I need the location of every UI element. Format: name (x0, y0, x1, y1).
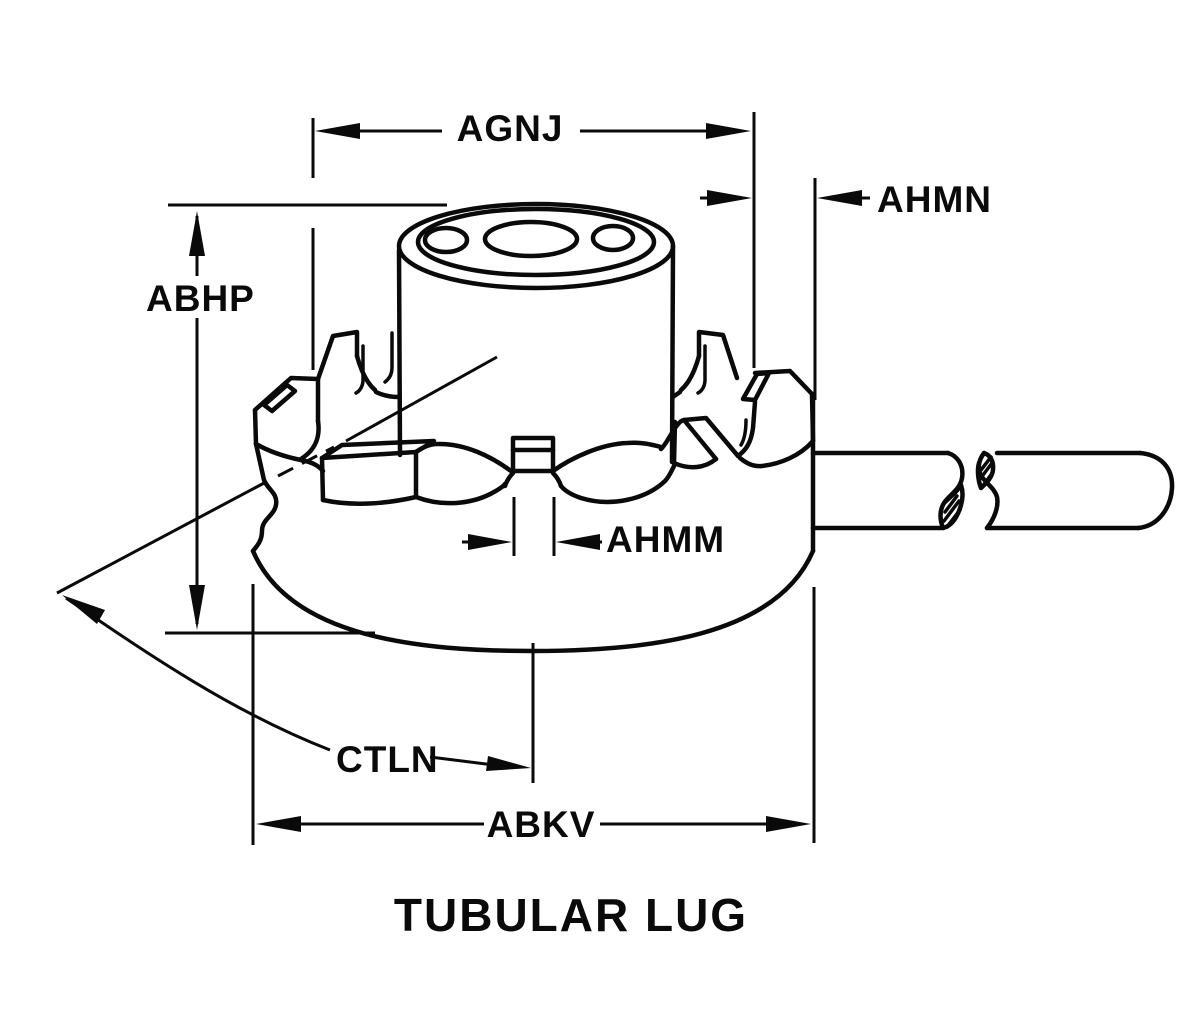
dimension-agnj: AGNJ (311, 108, 756, 370)
cylinder (396, 201, 676, 465)
agnj-arrow-right (706, 123, 751, 139)
scallop-right (550, 440, 664, 474)
drawing-title: TUBULAR LUG (394, 889, 748, 941)
ahmn-arrow-right (817, 190, 862, 206)
centerline (56, 355, 498, 595)
dimension-ctln: CTLN (62, 595, 535, 783)
cylinder-left-side (396, 247, 403, 458)
hole-center (482, 219, 580, 259)
tab-front-left (319, 449, 419, 503)
ahmm-arrow-left (468, 534, 512, 550)
agnj-label: AGNJ (457, 108, 564, 149)
abkv-label: ABKV (487, 804, 596, 845)
ctln-label: CTLN (336, 739, 439, 780)
ahmm-label: AHMM (606, 519, 725, 560)
cylinder-right-side (669, 243, 676, 465)
centerline-dashes (277, 445, 335, 478)
centerline-lower (56, 480, 267, 595)
abkv-arrow-right (766, 816, 811, 832)
abhp-arrow-up (189, 211, 205, 256)
notch-right (735, 399, 758, 459)
dimension-abkv: ABKV (251, 584, 816, 845)
tab-back-right (696, 329, 740, 381)
dimension-abhp: ABHP (146, 203, 447, 635)
break-left-hatch (942, 494, 962, 529)
abhp-arrow-down (189, 585, 205, 630)
lug-body (250, 201, 816, 654)
dimension-ahmn: AHMN (700, 178, 992, 400)
tab-back-left (315, 329, 360, 382)
abkv-arrow-left (256, 816, 301, 832)
wire-tube (810, 450, 1175, 531)
tab-center-ahmm (510, 435, 556, 474)
tube-round-end (1135, 450, 1175, 531)
base-ellipse-arc (250, 548, 816, 654)
tab-far-left (252, 375, 321, 424)
agnj-arrow-left (315, 123, 360, 139)
cylinder-top-outer-ellipse (396, 201, 676, 291)
ctln-leader-right (429, 755, 495, 767)
ahmm-arrow-right (556, 534, 600, 550)
flange-left-edge (250, 407, 279, 554)
ctln-arrow-right (486, 756, 531, 771)
centerline-upper (345, 355, 498, 443)
abhp-label: ABHP (146, 278, 255, 319)
scallop-left (413, 441, 514, 474)
cylinder-top-rim-ellipse (415, 206, 657, 278)
ahmn-arrow-left (707, 190, 752, 206)
hole-right (590, 223, 636, 253)
ctln-arrow-arc (62, 595, 105, 624)
ahmn-label: AHMN (877, 179, 992, 220)
hole-left (422, 225, 470, 255)
notch-left (298, 418, 321, 462)
dimension-ahmm: AHMM (462, 497, 725, 560)
break-right-hatch (978, 455, 995, 489)
